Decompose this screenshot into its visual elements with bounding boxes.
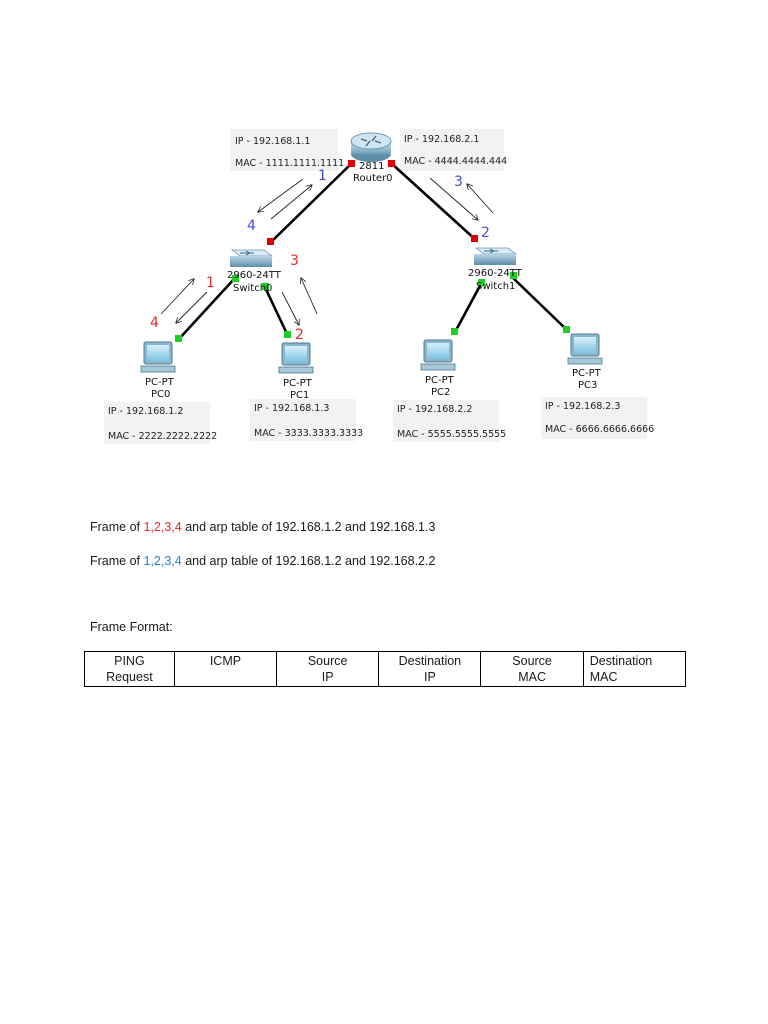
pc3-label-box — [541, 397, 647, 439]
link-switch0-pc0 — [177, 277, 236, 341]
line2-suffix: and arp table of 192.168.1.2 and 192.168… — [181, 554, 436, 568]
pc-icon — [140, 341, 176, 373]
switch-icon — [230, 249, 274, 267]
switch1-model: 2960-24TT — [468, 268, 523, 279]
port-light — [267, 238, 274, 245]
link-switch1-pc2 — [452, 281, 484, 335]
pc3-name: PC3 — [578, 380, 597, 391]
red-step-1: 1 — [206, 275, 215, 291]
pc3-mac: MAC - 6666.6666.6666 — [545, 424, 654, 435]
question-line-2: Frame of 1,2,3,4 and arp table of 192.16… — [90, 554, 435, 568]
pc2-name: PC2 — [431, 387, 450, 398]
pc0-type: PC-PT — [145, 377, 175, 388]
pc-icon — [278, 342, 314, 374]
link-router-switch0 — [269, 162, 353, 244]
link-router-switch1 — [390, 162, 478, 242]
router-left-mac: MAC - 1111.1111.1111 — [235, 158, 344, 169]
port-indicators — [175, 160, 570, 342]
blue-step-2: 2 — [481, 225, 490, 241]
arrow — [301, 278, 318, 315]
pc0-label-box — [104, 402, 210, 444]
link-switch1-pc3 — [510, 275, 568, 331]
pc1-name: PC1 — [290, 390, 309, 401]
table-cell: ICMP — [173, 651, 278, 687]
router-icon — [350, 132, 392, 162]
link-switch0-pc1 — [261, 282, 290, 337]
arrow — [270, 185, 312, 220]
router-right-label-box — [400, 129, 504, 171]
flow-arrows — [160, 177, 494, 325]
line1-suffix: and arp table of 192.168.1.2 and 192.168… — [181, 520, 436, 534]
pc1-ip: IP - 192.168.1.3 — [254, 403, 329, 414]
arrow — [160, 279, 194, 315]
port-light — [232, 275, 239, 282]
switch-icon — [474, 247, 518, 265]
port-light — [175, 335, 182, 342]
red-step-3: 3 — [290, 253, 299, 269]
pc-icon — [567, 333, 603, 365]
arrow — [467, 184, 494, 214]
switch0-model: 2960-24TT — [227, 270, 282, 281]
question-line-1: Frame of 1,2,3,4 and arp table of 192.16… — [90, 520, 435, 534]
pc0-mac: MAC - 2222.2222.2222 — [108, 431, 217, 442]
switch0-name: Switch0 — [233, 283, 272, 294]
arrow — [258, 178, 304, 212]
red-step-2: 2 — [295, 327, 304, 343]
switch1-name: Switch1 — [476, 281, 515, 292]
line1-prefix: Frame of — [90, 520, 144, 534]
pc2-type: PC-PT — [425, 375, 455, 386]
frame-format-heading: Frame Format: — [90, 620, 173, 634]
router-left-label-box — [230, 129, 338, 171]
port-light — [510, 272, 517, 279]
port-light — [388, 160, 395, 167]
port-light — [478, 279, 485, 286]
port-light — [563, 326, 570, 333]
router-model: 2811 — [359, 161, 384, 172]
pc0-name: PC0 — [151, 389, 170, 400]
line2-steps: 1,2,3,4 — [143, 554, 182, 568]
pc3-type: PC-PT — [572, 368, 602, 379]
pc-icon — [420, 339, 456, 371]
pc3-ip: IP - 192.168.2.3 — [545, 401, 620, 412]
port-light — [471, 235, 478, 242]
arrow — [281, 291, 299, 325]
port-light — [262, 283, 269, 290]
blue-step-4: 4 — [247, 218, 256, 234]
arrow — [429, 177, 478, 220]
line1-steps: 1,2,3,4 — [143, 520, 182, 534]
port-light — [451, 328, 458, 335]
network-diagram: IP - 192.168.1.1 MAC - 1111.1111.1111 IP… — [104, 129, 654, 444]
links — [177, 162, 568, 341]
port-light — [348, 160, 355, 167]
pc2-label-box — [393, 400, 499, 442]
pc1-mac: MAC - 3333.3333.3333 — [254, 428, 363, 439]
arrow — [176, 291, 208, 323]
router-right-ip: IP - 192.168.2.1 — [404, 134, 479, 145]
router-name: Router0 — [353, 173, 393, 184]
blue-step-1: 1 — [318, 168, 327, 184]
router-right-mac: MAC - 4444.4444.444 — [404, 156, 507, 167]
pc2-mac: MAC - 5555.5555.5555 — [397, 429, 506, 440]
red-step-4: 4 — [150, 315, 159, 331]
blue-step-3: 3 — [454, 174, 463, 190]
pc0-ip: IP - 192.168.1.2 — [108, 406, 183, 417]
pc1-label-box — [250, 399, 356, 441]
port-light — [284, 331, 291, 338]
router-left-ip: IP - 192.168.1.1 — [235, 136, 310, 147]
pc2-ip: IP - 192.168.2.2 — [397, 404, 472, 415]
line2-prefix: Frame of — [90, 554, 144, 568]
pc1-type: PC-PT — [283, 378, 313, 389]
